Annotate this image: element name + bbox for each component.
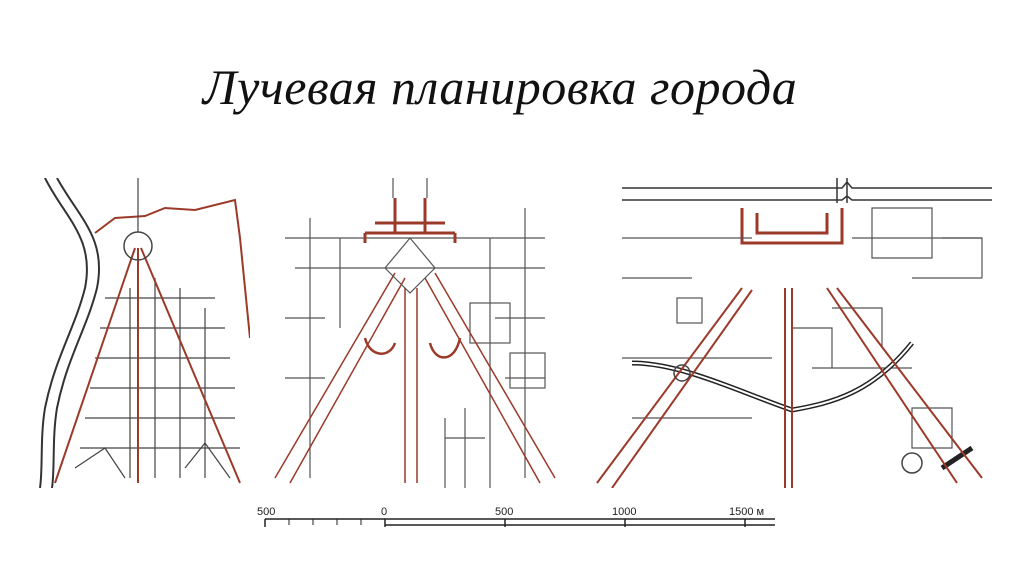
palace bbox=[363, 198, 457, 243]
scale-label-500-left: 500 bbox=[257, 506, 275, 518]
avenue-left bbox=[596, 287, 753, 488]
scale-bar: 500 0 500 1000 1500 м bbox=[257, 506, 775, 527]
avenue-right bbox=[424, 272, 556, 484]
plan-versailles bbox=[274, 178, 556, 488]
plan-rome-boundary bbox=[94, 198, 250, 339]
avenue-center bbox=[784, 288, 793, 488]
page-title: Лучевая планировка города bbox=[202, 59, 798, 115]
avenue-left bbox=[54, 247, 136, 484]
scale-label-1500: 1500 м bbox=[729, 506, 764, 518]
avenue-left bbox=[274, 272, 406, 484]
plan-st-petersburg bbox=[596, 178, 992, 488]
avenue-right bbox=[140, 247, 241, 484]
scale-label-0: 0 bbox=[381, 506, 387, 518]
plan-rome bbox=[39, 178, 250, 488]
admiralty bbox=[740, 208, 844, 245]
scale-label-500: 500 bbox=[495, 506, 513, 518]
avenue-center bbox=[404, 288, 418, 483]
scale-label-1000: 1000 bbox=[612, 506, 636, 518]
stables bbox=[363, 337, 462, 359]
avenue-right bbox=[826, 287, 983, 484]
plans-row bbox=[0, 170, 1024, 500]
